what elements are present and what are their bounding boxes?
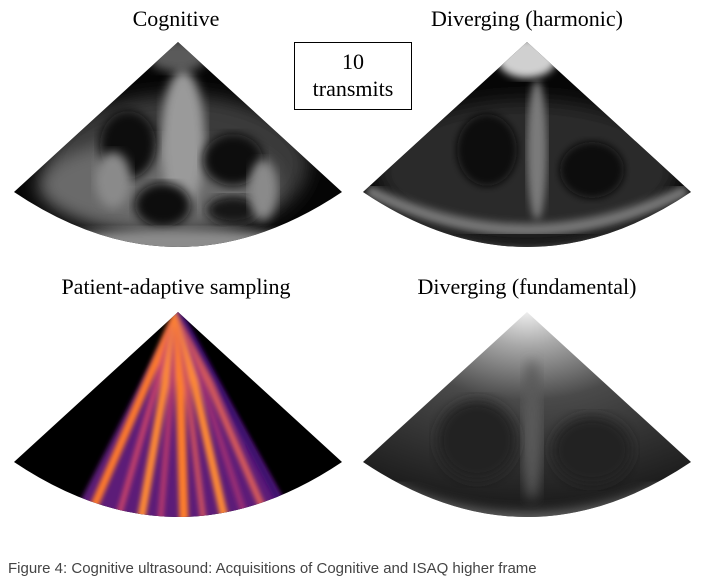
cognitive-panel-title: Cognitive <box>132 6 220 31</box>
patient-adaptive-sampling-image <box>14 312 342 517</box>
transmits-count: 10 <box>342 49 364 74</box>
figure-caption: Figure 4: Cognitive ultrasound: Acquisit… <box>8 560 537 577</box>
transmits-box: 10 transmits <box>294 42 412 110</box>
harmonic-panel-title: Diverging (harmonic) <box>430 6 624 31</box>
cognitive-ultrasound-image <box>14 42 342 247</box>
patient-adaptive-panel-title: Patient-adaptive sampling <box>61 274 291 299</box>
harmonic-ultrasound-image <box>363 42 691 247</box>
fundamental-ultrasound-image <box>363 312 691 517</box>
transmits-unit: transmits <box>312 76 394 101</box>
fundamental-panel-title: Diverging (fundamental) <box>417 274 637 299</box>
